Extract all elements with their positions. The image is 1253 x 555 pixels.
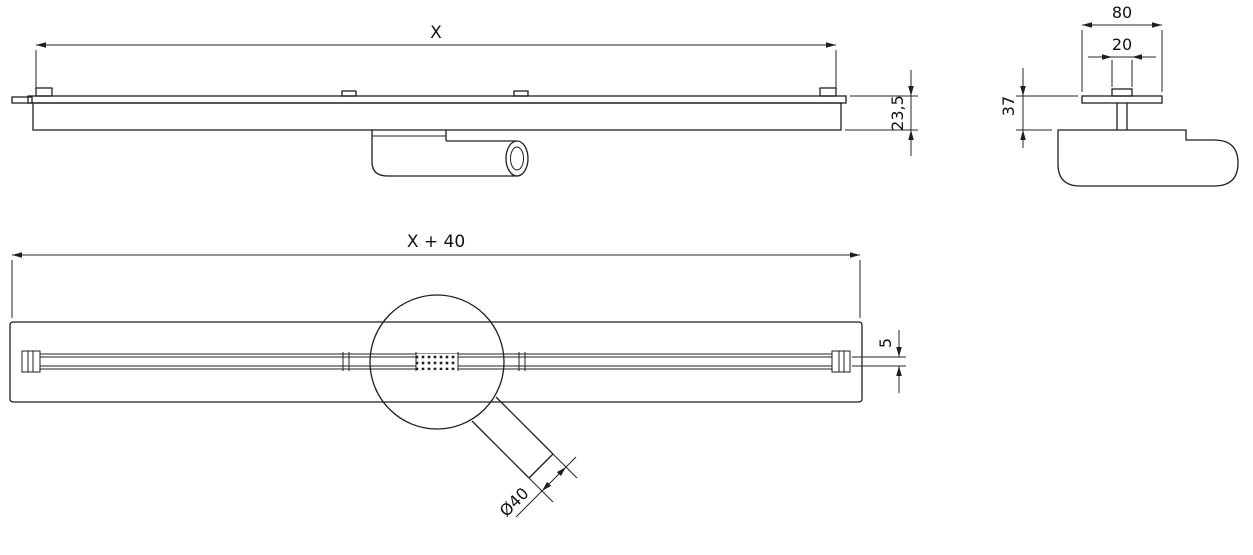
dimension-slot-width-5: 5 [852, 330, 906, 393]
dimension-length-x: X [35, 23, 837, 88]
dim-pipe-diameter-40-label: Ø40 [496, 484, 533, 521]
plan-view-perforation [415, 352, 459, 371]
plan-view-channel [9, 294, 863, 479]
end-view: 80 20 37 [999, 3, 1239, 187]
dim-height-37-label: 37 [999, 96, 1018, 116]
side-view-channel-body [11, 87, 847, 131]
dim-length-x-label: X [430, 23, 442, 43]
dimension-length-x-plus-40: X + 40 [11, 232, 861, 318]
dimension-neck-width-20: 20 [1088, 35, 1156, 87]
end-view-body [1057, 88, 1239, 187]
dim-length-x-plus-40-label: X + 40 [407, 232, 465, 252]
plan-view-flange-circle [369, 294, 505, 430]
plan-view-outlet-pipe [471, 396, 554, 479]
dimension-pipe-diameter-40: Ø40 [496, 453, 578, 521]
dim-neck-width-20-label: 20 [1112, 35, 1132, 54]
dim-slot-width-5-label: 5 [876, 338, 895, 348]
plan-view: X + 40 5 Ø40 [9, 232, 906, 521]
dim-height-23-5-label: 23,5 [888, 95, 907, 131]
dimension-height-23-5: 23,5 [845, 70, 918, 156]
dimension-height-37: 37 [999, 68, 1078, 148]
dim-flange-width-80-label: 80 [1112, 3, 1132, 22]
side-view-siphon-trap [371, 130, 529, 177]
plan-view-right-end-cap [831, 350, 851, 373]
dimension-flange-width-80: 80 [1081, 3, 1163, 92]
plan-view-left-end-cap [21, 350, 41, 373]
side-view: X 23,5 [11, 23, 918, 177]
